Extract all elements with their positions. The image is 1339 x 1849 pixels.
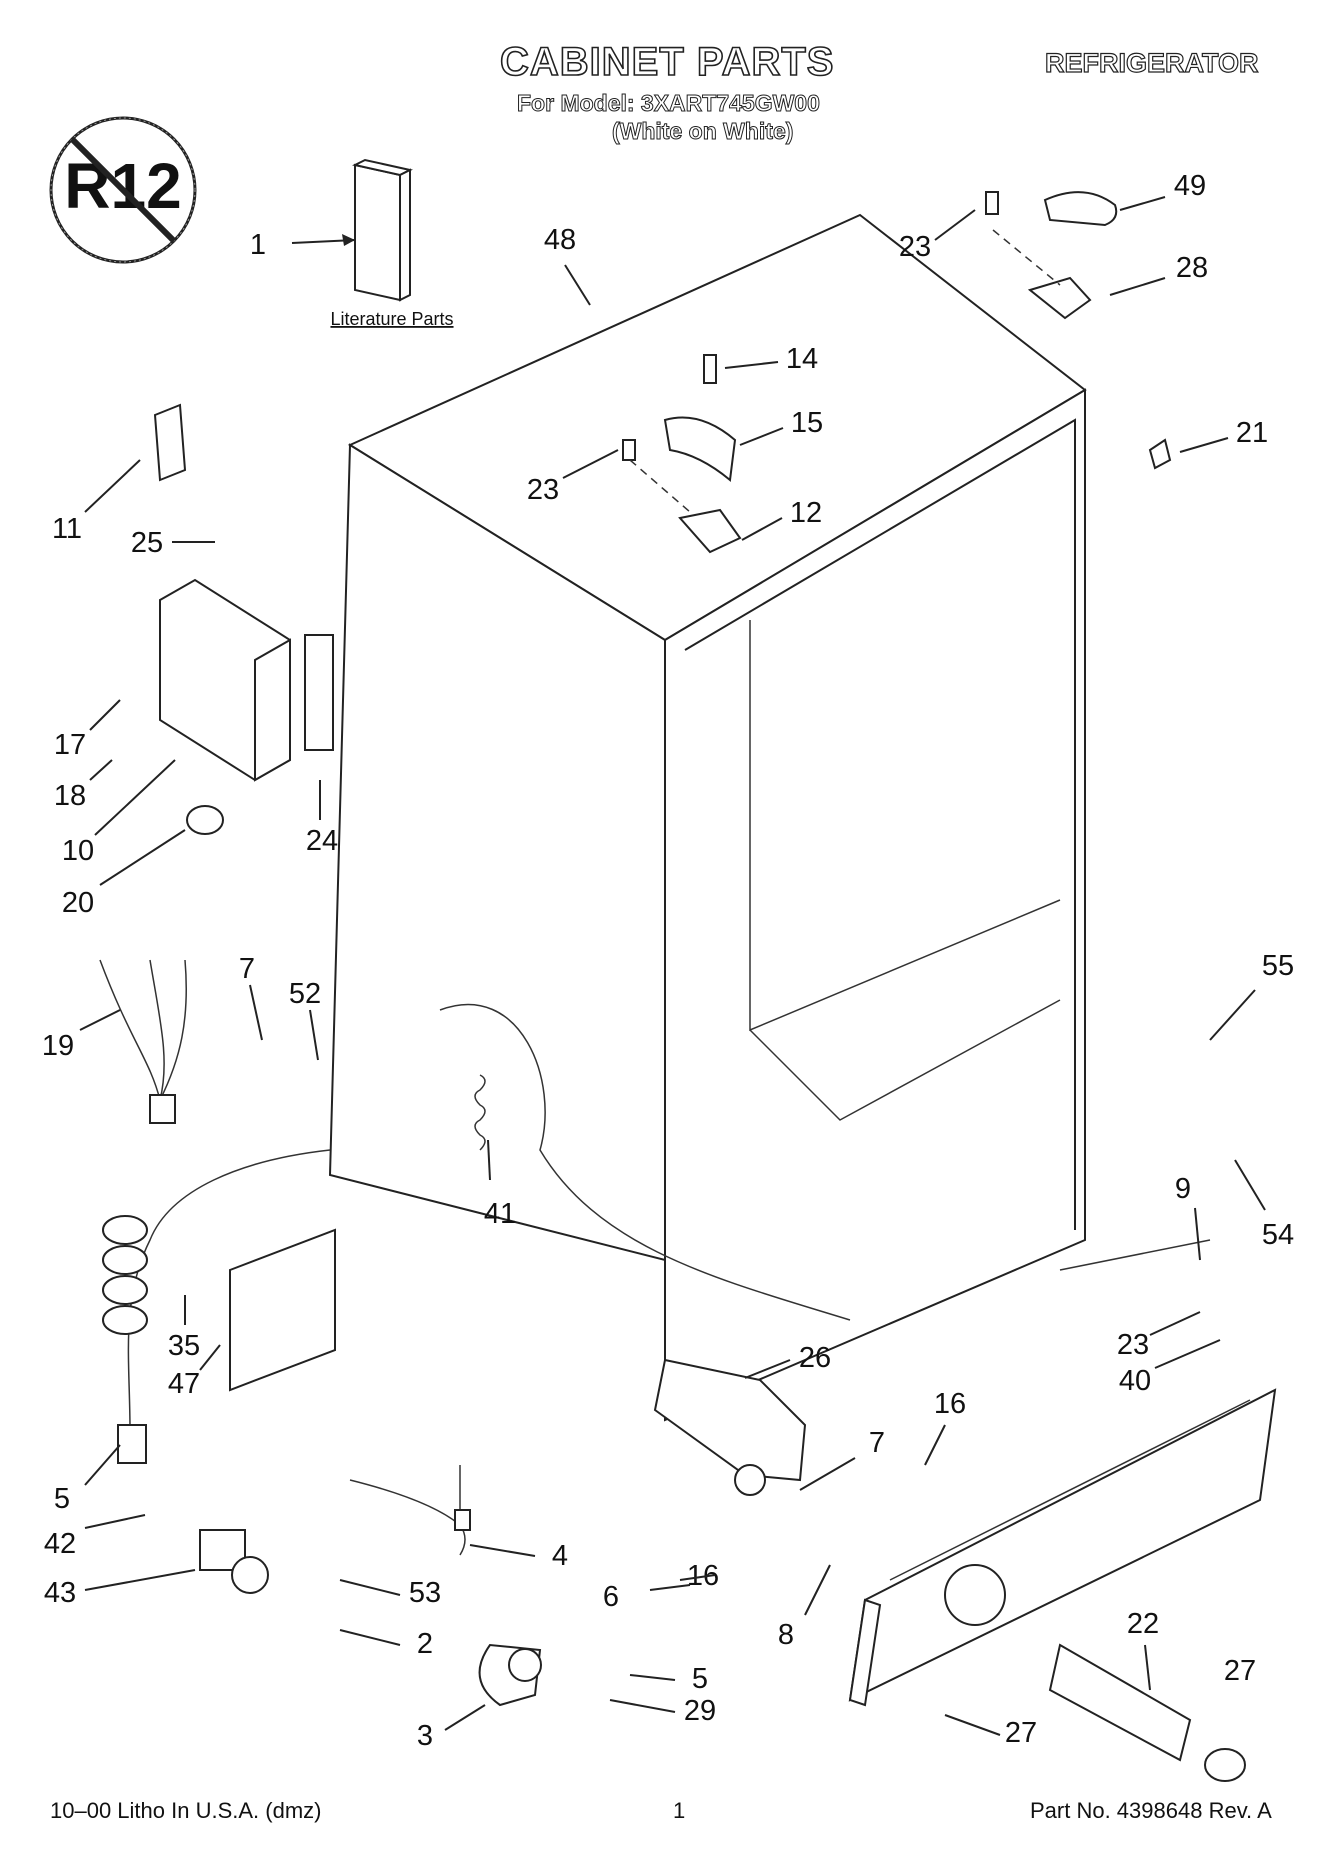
- callout-label: 6: [603, 1581, 619, 1613]
- callout-label: 28: [1176, 252, 1208, 284]
- callout-label: 22: [1127, 1608, 1159, 1640]
- callout-label: 42: [44, 1528, 76, 1560]
- callout-label: 9: [1175, 1173, 1191, 1205]
- water-tube: [349, 1465, 471, 1556]
- wire-harness: [99, 959, 188, 1124]
- callout-label: 1: [250, 229, 266, 261]
- air-duct: [653, 1358, 807, 1496]
- page-title: CABINET PARTS: [499, 39, 835, 85]
- callout-label: 23: [1117, 1329, 1149, 1361]
- callout-labels: 1 48 49 23 28 14 15 21 23 12 11 25 17 18…: [42, 170, 1294, 1752]
- callout-label-27: 27: [1224, 1655, 1256, 1687]
- callout-label: 54: [1262, 1219, 1294, 1251]
- callout-label: 14: [786, 343, 818, 375]
- callout-label: 29: [684, 1695, 716, 1727]
- literature-booklet-icon: [352, 158, 413, 302]
- callout-label: 2: [417, 1628, 433, 1660]
- callout-label: 7: [239, 953, 255, 985]
- appliance-category: REFRIGERATOR: [1044, 47, 1259, 78]
- front-grille: [848, 1388, 1277, 1707]
- literature-parts-label: Literature Parts: [330, 309, 453, 329]
- callout-label: 41: [484, 1198, 516, 1230]
- callout-label: 18: [54, 780, 86, 812]
- callout-label: 12: [790, 497, 822, 529]
- bracket-panel: [229, 1228, 336, 1392]
- callout-label: 48: [544, 224, 576, 256]
- callout-label: 16: [934, 1388, 966, 1420]
- callout-label: 35: [168, 1330, 200, 1362]
- callout-label: 25: [131, 527, 163, 559]
- callout-label: 5: [54, 1483, 70, 1515]
- callout-label: 40: [1119, 1365, 1151, 1397]
- callout-label: 47: [168, 1368, 200, 1400]
- caster-wheels: [199, 1529, 542, 1707]
- model-line: For Model: 3XART745GW00: [517, 90, 821, 117]
- model-variant: (White on White): [611, 118, 794, 145]
- callout-label: 5: [692, 1663, 708, 1695]
- callout-label: 11: [52, 513, 82, 545]
- callout-label: 26: [799, 1342, 831, 1374]
- footer-page-number: 1: [673, 1798, 686, 1823]
- callout-label: 49: [1174, 170, 1206, 202]
- callout-label: 43: [44, 1577, 76, 1609]
- callout-label: 53: [409, 1577, 441, 1609]
- callout-label: 19: [42, 1030, 74, 1062]
- callout-label: 23: [527, 474, 559, 506]
- electrical-box: [153, 403, 334, 835]
- callout-label: 21: [1236, 417, 1268, 449]
- callout-label: 10: [62, 835, 94, 867]
- callout-label: 15: [791, 407, 823, 439]
- callout-label: 52: [289, 978, 321, 1010]
- callout-label: 4: [552, 1540, 568, 1572]
- callout-label: 55: [1262, 950, 1294, 982]
- drain-tube: [474, 1074, 486, 1151]
- water-filter: [1048, 1643, 1246, 1782]
- refrigerator-cabinet: [328, 213, 1211, 1422]
- callout-label: 23: [899, 231, 931, 263]
- callout-label: 27: [1224, 1655, 1256, 1687]
- callout-label: 3: [417, 1720, 433, 1752]
- footer-print-info: 10–00 Litho In U.S.A. (dmz): [50, 1798, 322, 1823]
- no-r12-icon: R12: [49, 116, 197, 264]
- callout-label: 8: [778, 1619, 794, 1651]
- power-cord: [102, 1149, 331, 1464]
- callout-label: 17: [54, 729, 86, 761]
- callout-label: 24: [306, 825, 338, 857]
- callout-label: 20: [62, 887, 94, 919]
- top-hinge-parts: [622, 191, 1172, 554]
- callout-label: 7: [869, 1427, 885, 1459]
- footer-part-number: Part No. 4398648 Rev. A: [1030, 1798, 1272, 1823]
- callout-label: 27: [1005, 1717, 1037, 1749]
